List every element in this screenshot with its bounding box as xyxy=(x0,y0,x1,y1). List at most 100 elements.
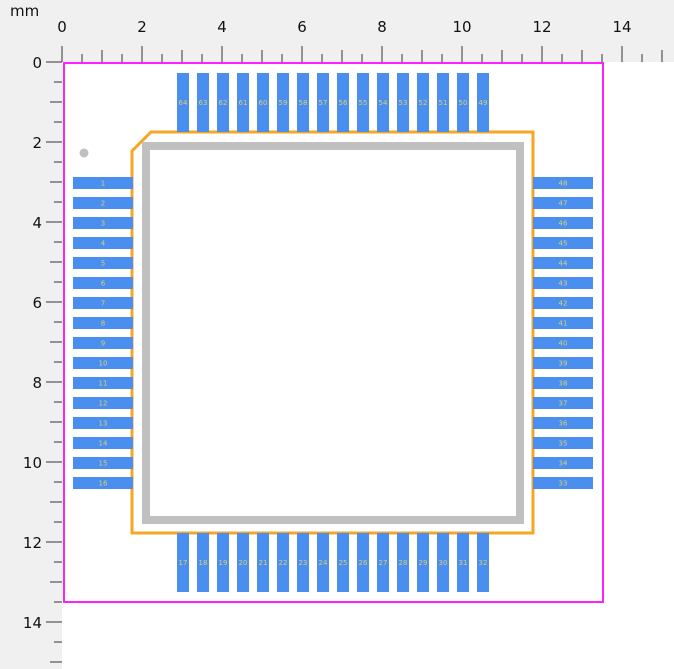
pin1-marker-dot xyxy=(79,148,89,158)
pad-33[interactable]: 33 xyxy=(533,477,593,489)
pad-shape xyxy=(357,73,369,132)
pad-25[interactable]: 25 xyxy=(337,533,349,592)
pad-50[interactable]: 50 xyxy=(457,73,469,132)
pad-shape xyxy=(73,217,133,229)
pad-shape xyxy=(397,73,409,132)
pad-shape xyxy=(533,237,593,249)
pad-43[interactable]: 43 xyxy=(533,277,593,289)
pad-shape xyxy=(377,73,389,132)
pad-number: 33 xyxy=(559,480,568,488)
pad-16[interactable]: 16 xyxy=(73,477,133,489)
pad-52[interactable]: 52 xyxy=(417,73,429,132)
pad-9[interactable]: 9 xyxy=(73,337,133,349)
pad-shape xyxy=(73,257,133,269)
pad-51[interactable]: 51 xyxy=(437,73,449,132)
pad-48[interactable]: 48 xyxy=(533,177,593,189)
pad-15[interactable]: 15 xyxy=(73,457,133,469)
pad-number: 8 xyxy=(101,320,105,328)
pad-number: 3 xyxy=(101,220,105,228)
pad-62[interactable]: 62 xyxy=(217,73,229,132)
pad-10[interactable]: 10 xyxy=(73,357,133,369)
pad-24[interactable]: 24 xyxy=(317,533,329,592)
pad-shape xyxy=(297,73,309,132)
pad-64[interactable]: 64 xyxy=(177,73,189,132)
pad-18[interactable]: 18 xyxy=(197,533,209,592)
pad-3[interactable]: 3 xyxy=(73,217,133,229)
pad-shape xyxy=(257,73,269,132)
pad-55[interactable]: 55 xyxy=(357,73,369,132)
pad-58[interactable]: 58 xyxy=(297,73,309,132)
pad-shape xyxy=(533,277,593,289)
pad-57[interactable]: 57 xyxy=(317,73,329,132)
pad-21[interactable]: 21 xyxy=(257,533,269,592)
pad-36[interactable]: 36 xyxy=(533,417,593,429)
pad-number: 25 xyxy=(339,559,348,567)
pad-19[interactable]: 19 xyxy=(217,533,229,592)
pad-20[interactable]: 20 xyxy=(237,533,249,592)
pad-number: 61 xyxy=(239,99,248,107)
pad-12[interactable]: 12 xyxy=(73,397,133,409)
pad-49[interactable]: 49 xyxy=(477,73,489,132)
pad-63[interactable]: 63 xyxy=(197,73,209,132)
pad-number: 49 xyxy=(479,99,488,107)
pad-shape xyxy=(437,73,449,132)
pad-30[interactable]: 30 xyxy=(437,533,449,592)
pad-61[interactable]: 61 xyxy=(237,73,249,132)
pad-31[interactable]: 31 xyxy=(457,533,469,592)
ruler-x-label: 2 xyxy=(137,18,147,36)
pad-60[interactable]: 60 xyxy=(257,73,269,132)
ruler-y-label: 4 xyxy=(32,214,42,232)
pad-shape xyxy=(533,417,593,429)
ruler-y-label: 2 xyxy=(32,134,42,152)
pad-37[interactable]: 37 xyxy=(533,397,593,409)
pad-number: 52 xyxy=(419,99,428,107)
pad-59[interactable]: 59 xyxy=(277,73,289,132)
ruler-y-label: 12 xyxy=(23,534,42,552)
pad-7[interactable]: 7 xyxy=(73,297,133,309)
pad-26[interactable]: 26 xyxy=(357,533,369,592)
pad-27[interactable]: 27 xyxy=(377,533,389,592)
pad-42[interactable]: 42 xyxy=(533,297,593,309)
pad-5[interactable]: 5 xyxy=(73,257,133,269)
pad-29[interactable]: 29 xyxy=(417,533,429,592)
pad-shape xyxy=(73,197,133,209)
pad-14[interactable]: 14 xyxy=(73,437,133,449)
pad-34[interactable]: 34 xyxy=(533,457,593,469)
pad-44[interactable]: 44 xyxy=(533,257,593,269)
pad-32[interactable]: 32 xyxy=(477,533,489,592)
pad-47[interactable]: 47 xyxy=(533,197,593,209)
pad-number: 31 xyxy=(459,559,468,567)
pad-number: 26 xyxy=(359,559,368,567)
pad-1[interactable]: 1 xyxy=(73,177,133,189)
pad-number: 9 xyxy=(101,340,105,348)
pad-41[interactable]: 41 xyxy=(533,317,593,329)
pad-number: 50 xyxy=(459,99,468,107)
pad-number: 30 xyxy=(439,559,448,567)
pad-8[interactable]: 8 xyxy=(73,317,133,329)
pad-54[interactable]: 54 xyxy=(377,73,389,132)
pad-28[interactable]: 28 xyxy=(397,533,409,592)
pad-number: 17 xyxy=(179,559,188,567)
pad-4[interactable]: 4 xyxy=(73,237,133,249)
pad-23[interactable]: 23 xyxy=(297,533,309,592)
pad-53[interactable]: 53 xyxy=(397,73,409,132)
pad-35[interactable]: 35 xyxy=(533,437,593,449)
pad-shape xyxy=(417,73,429,132)
pad-11[interactable]: 11 xyxy=(73,377,133,389)
pad-2[interactable]: 2 xyxy=(73,197,133,209)
pad-56[interactable]: 56 xyxy=(337,73,349,132)
pad-22[interactable]: 22 xyxy=(277,533,289,592)
pad-number: 51 xyxy=(439,99,448,107)
pad-39[interactable]: 39 xyxy=(533,357,593,369)
pad-17[interactable]: 17 xyxy=(177,533,189,592)
pad-6[interactable]: 6 xyxy=(73,277,133,289)
ruler-x-label: 0 xyxy=(57,18,67,36)
ruler-x-label: 4 xyxy=(217,18,227,36)
pad-46[interactable]: 46 xyxy=(533,217,593,229)
pad-40[interactable]: 40 xyxy=(533,337,593,349)
pad-45[interactable]: 45 xyxy=(533,237,593,249)
pad-13[interactable]: 13 xyxy=(73,417,133,429)
pad-shape xyxy=(73,357,133,369)
pad-38[interactable]: 38 xyxy=(533,377,593,389)
